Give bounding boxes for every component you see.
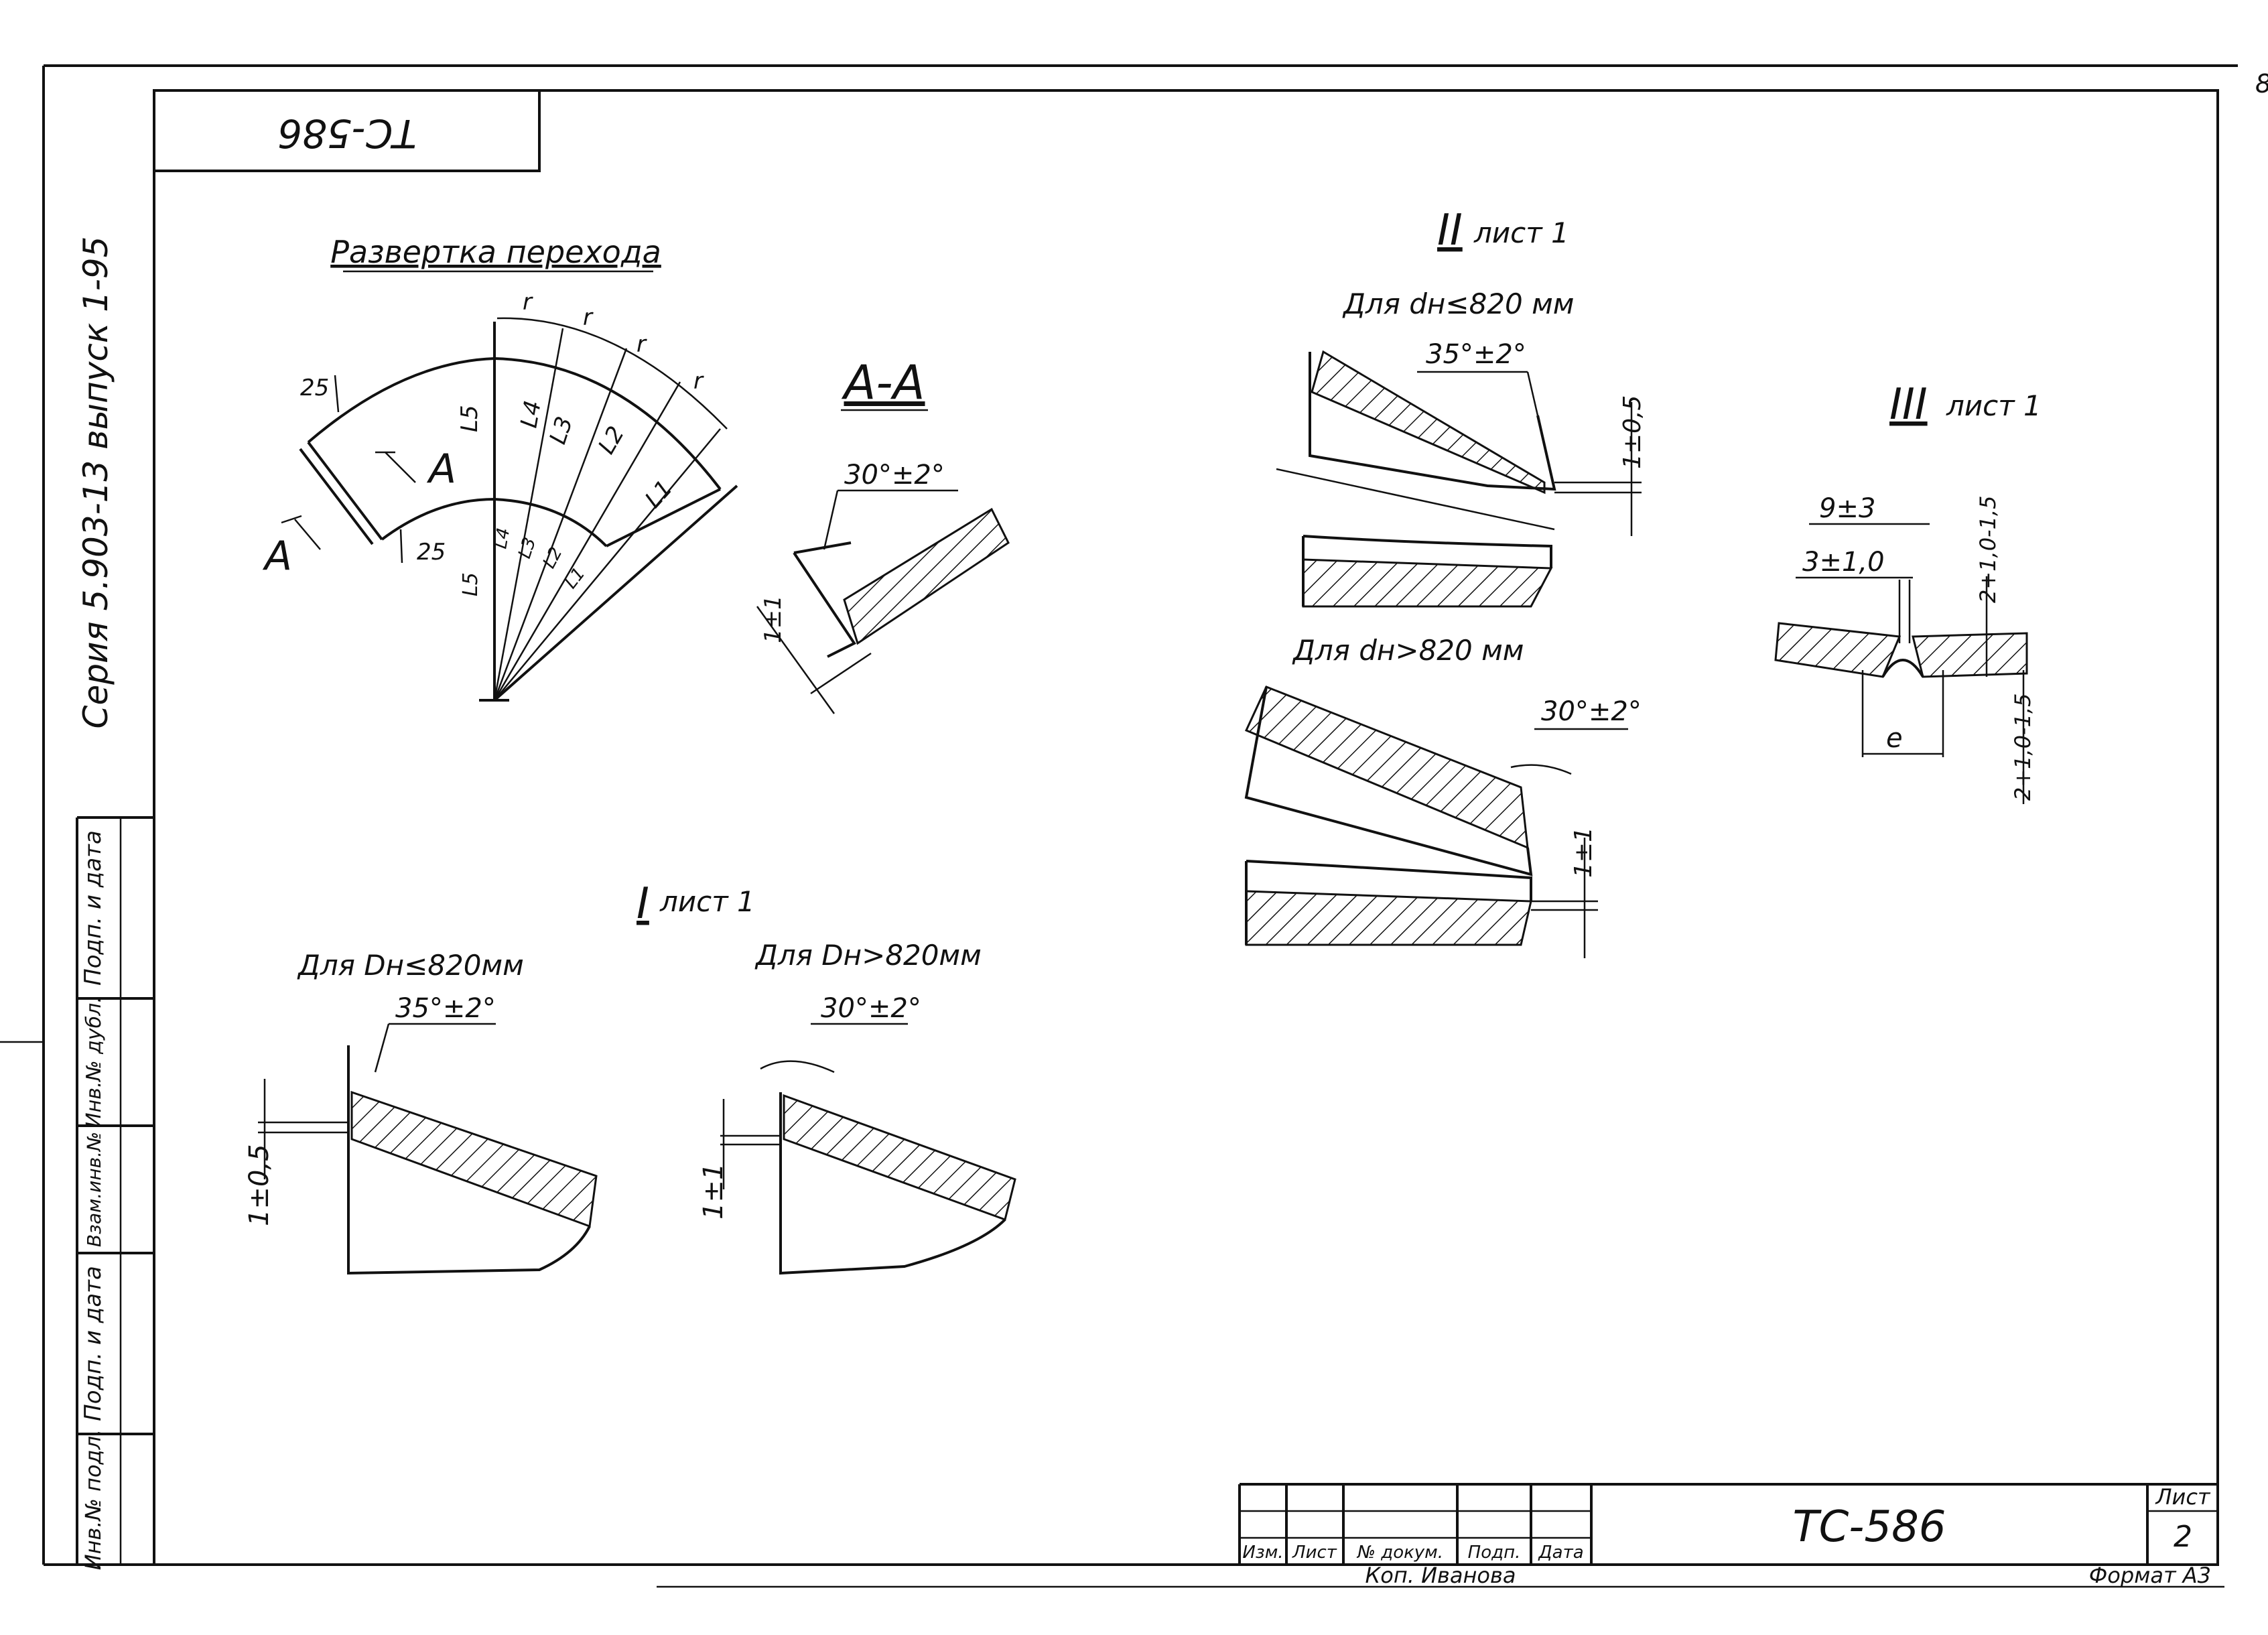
view1-right-caption: Для Dн>820мм bbox=[754, 939, 982, 972]
side-cell-1: Подп. и дата bbox=[80, 830, 107, 986]
view-2: II лист 1 Для dн≤820 мм 35°±2° 1±0,5 Для… bbox=[1244, 206, 1646, 958]
dim25-bottom: 25 bbox=[417, 539, 446, 566]
view1-left-gap: 1±0,5 bbox=[244, 1144, 275, 1226]
view2-top-gap: 1±0,5 bbox=[1619, 395, 1646, 469]
view3-dim5: 2+1,0-1,5 bbox=[2010, 694, 2036, 801]
r-dim-1: r bbox=[523, 289, 533, 316]
view3-dim2: 3±1,0 bbox=[1802, 547, 1885, 578]
view2-top-caption: Для dн≤820 мм bbox=[1342, 287, 1574, 320]
series-label: Серия 5.903-13 выпуск 1-95 bbox=[76, 237, 115, 729]
r-dim-3: r bbox=[637, 331, 647, 358]
view3-dim-e: e bbox=[1886, 723, 1903, 754]
view3-dim1: 9±3 bbox=[1819, 493, 1875, 524]
corner-mark: 8 bbox=[2255, 69, 2268, 99]
tb-header-izm: Изм. bbox=[1242, 1543, 1283, 1563]
unfold-title: Развертка перехода bbox=[330, 234, 661, 270]
l-inner-4: L4 bbox=[490, 526, 514, 550]
tb-header-date: Дата bbox=[1538, 1543, 1583, 1563]
tb-copied-by: Коп. Иванова bbox=[1365, 1563, 1516, 1588]
view1-right-gap: 1±1 bbox=[698, 1163, 729, 1220]
view-3: III лист 1 9±3 3±1,0 e 2+1,0-1,5 2+1,0-1… bbox=[1774, 380, 2042, 804]
side-cell-5: Инв.№ подл. bbox=[80, 1429, 106, 1571]
top-stamp-text: ТС-586 bbox=[277, 111, 417, 156]
l-inner-2: L2 bbox=[539, 544, 567, 572]
tb-header-list: Лист bbox=[1292, 1543, 1337, 1563]
l-outer-4: L4 bbox=[515, 399, 546, 430]
section-aa-angle: 30°±2° bbox=[844, 460, 945, 490]
l-inner-1: L1 bbox=[561, 564, 590, 592]
section-aa-title: А-А bbox=[841, 355, 925, 410]
side-cell-3: Взам.инв.№ bbox=[83, 1132, 105, 1247]
l-outer-1: L1 bbox=[640, 475, 678, 513]
view1-left-caption: Для Dн≤820мм bbox=[297, 949, 524, 982]
l-inner-5: L5 bbox=[459, 572, 482, 596]
dim25-top: 25 bbox=[300, 375, 329, 401]
r-dim-4: r bbox=[693, 368, 704, 395]
view3-sheet: лист 1 bbox=[1946, 389, 2042, 422]
section-mark-a-outer: А bbox=[262, 533, 292, 580]
side-cell-2: Инв.№ дубл. bbox=[82, 996, 106, 1128]
view1-sheet: лист 1 bbox=[659, 885, 755, 918]
inner-frame bbox=[153, 89, 2219, 1566]
view1-left-angle: 35°±2° bbox=[395, 993, 496, 1024]
side-strip: Серия 5.903-13 выпуск 1-95 Подп. и дата … bbox=[76, 237, 154, 1571]
l-outer-3: L3 bbox=[545, 413, 579, 448]
tb-doc-number: ТС-586 bbox=[1792, 1502, 1946, 1552]
l-outer-2: L2 bbox=[593, 421, 630, 458]
tb-format: Формат А3 bbox=[2089, 1563, 2211, 1588]
view2-bottom-caption: Для dн>820 мм bbox=[1292, 634, 1524, 667]
outer-frame bbox=[42, 64, 2238, 1566]
view3-dim3: 2+1,0-1,5 bbox=[1975, 496, 2001, 604]
view2-bottom-gap: 1±1 bbox=[1570, 827, 1597, 878]
side-cell-4: Подп. и дата bbox=[80, 1266, 107, 1421]
l-outer-5: L5 bbox=[456, 405, 483, 432]
top-stamp: ТС-586 bbox=[153, 89, 541, 172]
view-1: I лист 1 Для Dн≤820мм 35°±2° 1±0,5 Для D… bbox=[244, 879, 1016, 1275]
view2-roman: II bbox=[1437, 206, 1463, 255]
section-aa-gap: 1±1 bbox=[760, 595, 787, 643]
l-inner-3: L3 bbox=[515, 535, 540, 561]
section-mark-a-inner: А bbox=[426, 446, 456, 493]
section-aa: А-А 30°±2° 1±1 bbox=[756, 355, 1010, 714]
view2-sheet: лист 1 bbox=[1473, 216, 1569, 249]
tb-sheet-label: Лист bbox=[2155, 1484, 2210, 1510]
tb-sheet-number: 2 bbox=[2174, 1520, 2192, 1554]
view1-roman: I bbox=[637, 879, 649, 929]
unfold-drawing: Развертка перехода r r r r 25 25 А А L5 bbox=[262, 234, 738, 702]
view1-right-angle: 30°±2° bbox=[821, 993, 921, 1024]
tb-header-doc: № докум. bbox=[1356, 1543, 1443, 1563]
r-dim-2: r bbox=[583, 304, 594, 331]
view2-top-angle: 35°±2° bbox=[1426, 339, 1526, 370]
view2-bottom-angle: 30°±2° bbox=[1541, 696, 1642, 727]
view3-roman: III bbox=[1889, 380, 1928, 430]
tb-header-podp: Подп. bbox=[1468, 1543, 1521, 1563]
title-block: Изм. Лист № докум. Подп. Дата ТС-586 Лис… bbox=[657, 1483, 2224, 1588]
